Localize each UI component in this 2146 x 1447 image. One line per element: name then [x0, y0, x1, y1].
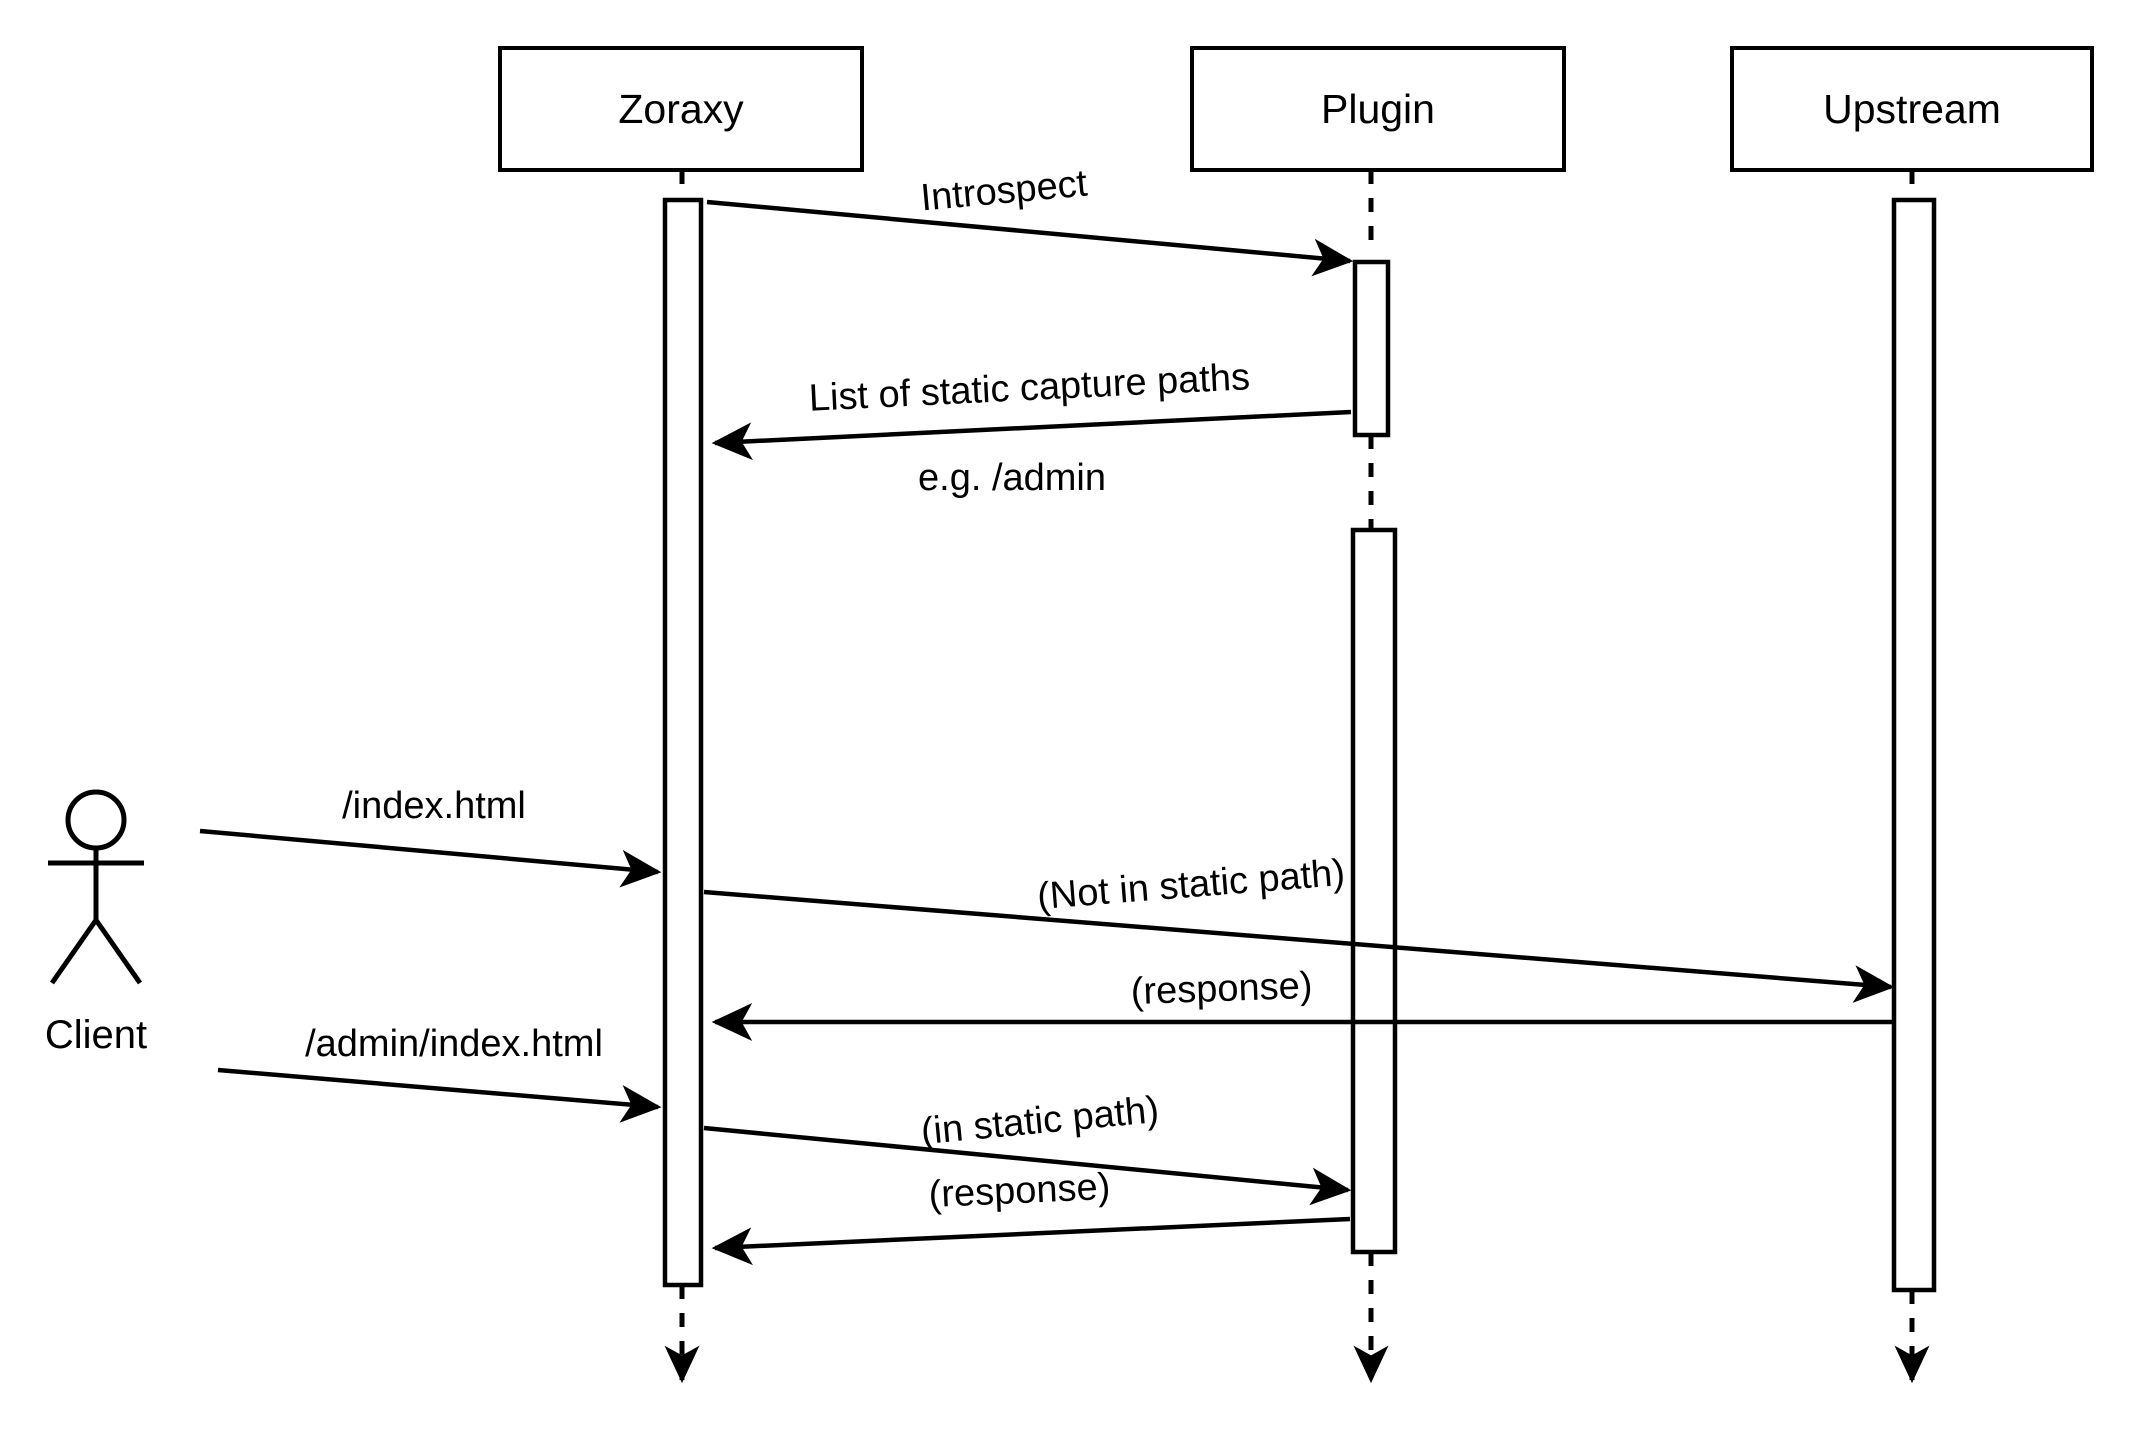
- message-label-plugin-response: (response): [928, 1166, 1111, 1216]
- message-client-index-request[interactable]: /index.html: [199, 785, 662, 888]
- message-upstream-response[interactable]: (response): [711, 965, 1893, 1041]
- participant-upstream[interactable]: Upstream: [1730, 46, 2094, 172]
- activation-bars: [662, 197, 1937, 1293]
- message-arrow-in-static-path[interactable]: [703, 1125, 1352, 1206]
- message-arrow-client-index-request[interactable]: [199, 828, 662, 888]
- participant-label-upstream: Upstream: [1823, 86, 2001, 132]
- activation-upstream[interactable]: [1891, 197, 1937, 1293]
- message-client-admin-request[interactable]: /admin/index.html: [217, 1023, 662, 1123]
- message-label-introspect: Introspect: [919, 163, 1089, 220]
- participant-plugin[interactable]: Plugin: [1190, 46, 1566, 172]
- lifeline-terminators: [664, 1252, 1930, 1384]
- message-plugin-response[interactable]: (response): [711, 1166, 1351, 1266]
- participant-label-plugin: Plugin: [1321, 86, 1435, 132]
- actor-head-icon: [65, 789, 127, 851]
- actor-right-leg-icon: [93, 918, 143, 985]
- message-label-in-static-path: (in static path): [919, 1089, 1161, 1153]
- actor-label-client: Client: [45, 1013, 147, 1057]
- participant-box-upstream[interactable]: [1730, 46, 2094, 172]
- message-label-static-capture-paths: List of static capture paths: [808, 356, 1251, 420]
- message-label-client-admin-request: /admin/index.html: [305, 1023, 603, 1065]
- participant-zoraxy[interactable]: Zoraxy: [498, 46, 864, 172]
- message-label-upstream-response: (response): [1130, 965, 1313, 1013]
- actor-client[interactable]: Client: [45, 789, 147, 1057]
- message-arrow-introspect[interactable]: [706, 199, 1354, 277]
- lifeline-dashes: [679, 170, 1915, 530]
- activation-plugin-serve[interactable]: [1350, 527, 1398, 1255]
- message-arrow-not-in-static-path[interactable]: [703, 889, 1895, 1003]
- message-arrow-client-admin-request[interactable]: [217, 1067, 662, 1123]
- activation-plugin-introspect[interactable]: [1352, 259, 1391, 438]
- message-static-capture-paths[interactable]: List of static capture paths e.g. /admin: [711, 356, 1352, 499]
- message-introspect[interactable]: Introspect: [706, 163, 1354, 277]
- message-arrow-plugin-response[interactable]: [711, 1216, 1351, 1266]
- activation-zoraxy[interactable]: [662, 197, 704, 1288]
- message-label-not-in-static-path: (Not in static path): [1036, 852, 1347, 918]
- participant-box-zoraxy[interactable]: [498, 46, 864, 172]
- participant-label-zoraxy: Zoraxy: [618, 86, 744, 132]
- participant-box-plugin[interactable]: [1190, 46, 1566, 172]
- message-arrow-static-capture-paths[interactable]: [711, 409, 1352, 461]
- message-note-static-capture-paths-example: e.g. /admin: [918, 457, 1106, 499]
- actor-left-leg-icon: [49, 918, 99, 985]
- message-label-client-index-request: /index.html: [342, 785, 526, 827]
